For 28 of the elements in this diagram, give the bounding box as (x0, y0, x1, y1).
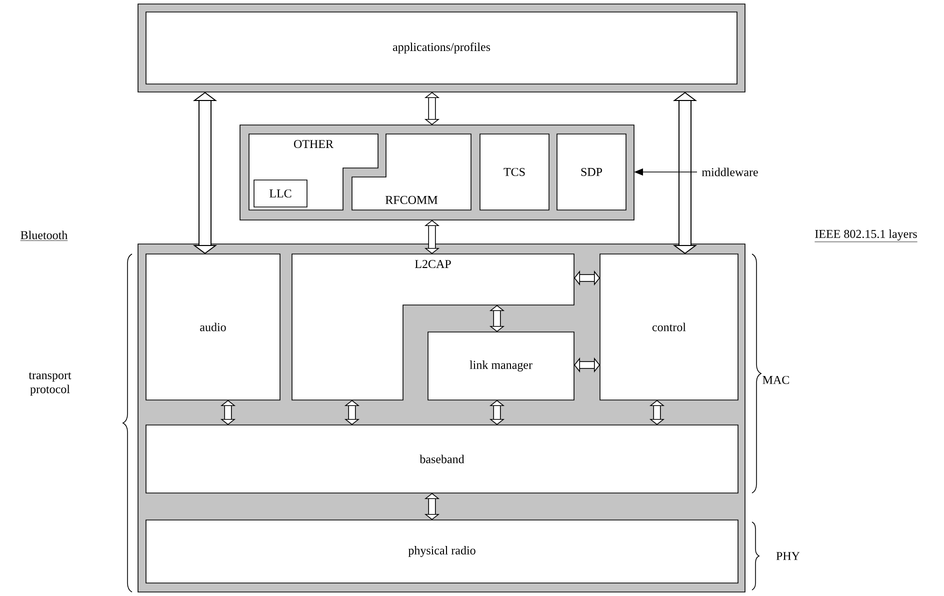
arrow (424, 493, 440, 520)
arrow (220, 400, 236, 425)
middleware-text: middleware (702, 168, 758, 176)
layer-heading: Bluetooth (20, 230, 68, 241)
arrow (424, 220, 440, 254)
protocol-block: RFCOMM (352, 134, 472, 210)
arrow (424, 92, 440, 125)
protocol-box: TCS (480, 134, 550, 210)
protocol-box: LLC (254, 180, 308, 208)
layer-box: applications/profiles (138, 4, 746, 92)
protocol-box: SDP (556, 134, 626, 210)
layer-box: link manager (428, 332, 574, 400)
brace-label: transport protocol (28, 372, 72, 396)
arrow (489, 305, 505, 332)
arrow (192, 92, 218, 254)
arrow (489, 400, 505, 425)
arrow (649, 400, 665, 425)
brace-label: MAC (762, 376, 789, 384)
arrow (672, 92, 698, 254)
layer-heading: IEEE 802.15.1 layers (814, 230, 918, 242)
arrow (344, 400, 360, 425)
layer-box: physical radio (146, 520, 738, 584)
brace-label: PHY (776, 552, 800, 560)
arrow (574, 357, 600, 373)
arrow (574, 270, 600, 286)
layer-box: baseband (146, 424, 738, 494)
layer-box: control (600, 254, 738, 400)
layer-box: audio (146, 254, 280, 400)
